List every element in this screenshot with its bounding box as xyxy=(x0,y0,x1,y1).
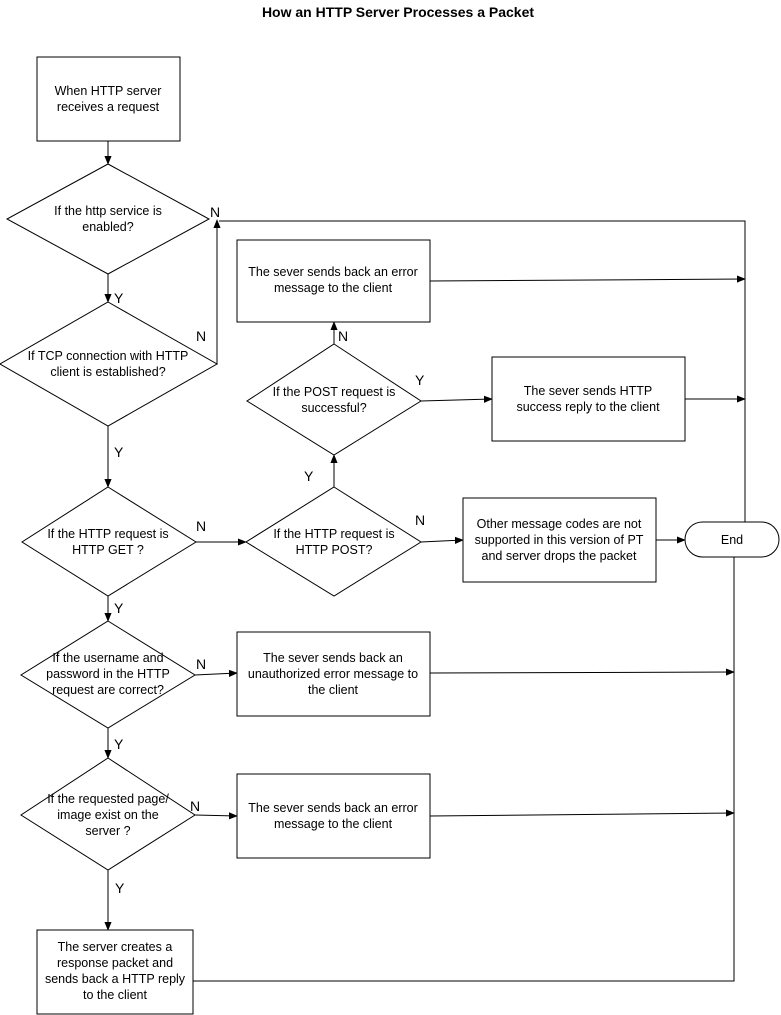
edge-labels: N Y N Y N Y N Y N Y N Y N Y xyxy=(114,204,425,896)
decision-post-successful xyxy=(246,343,422,456)
label-line: supported in this version of PT xyxy=(475,533,644,547)
label-line: If the requested page/ xyxy=(47,792,169,806)
edge-label-auth-yes: Y xyxy=(114,736,124,752)
connector-reply-to-end xyxy=(193,557,735,982)
edge-label-tcp-no: N xyxy=(196,328,206,344)
label-line: HTTP GET ? xyxy=(72,543,144,557)
label-line: When HTTP server xyxy=(55,84,162,98)
label-line: to the client xyxy=(83,988,147,1002)
label-line: unauthorized error message to xyxy=(248,667,418,681)
edge-label-service-no: N xyxy=(210,204,220,220)
process-unauthorized xyxy=(236,631,431,717)
label-line: The sever sends back an error xyxy=(248,801,418,815)
process-post-success xyxy=(491,356,686,442)
connector-tcp-no xyxy=(213,219,221,365)
label-line: response packet and xyxy=(57,956,173,970)
diagram-title: How an HTTP Server Processes a Packet xyxy=(262,4,534,20)
edge-label-page-yes: Y xyxy=(115,880,125,896)
label-line: password in the HTTP xyxy=(46,667,170,681)
service-enabled-label: If the http service is enabled? xyxy=(54,204,162,234)
decision-credentials-correct xyxy=(20,620,196,729)
label-line: receives a request xyxy=(57,100,160,114)
page-exists-label: If the requested page/image exist on the… xyxy=(47,792,169,838)
decision-http-get xyxy=(21,486,197,597)
edge-label-post-ok-yes: Y xyxy=(415,372,425,388)
label-line: If the username and xyxy=(52,651,163,665)
connector-auth-no xyxy=(194,669,238,677)
connector-page-error-to-end xyxy=(429,809,735,817)
label-line: End xyxy=(721,533,743,547)
send-reply-label: The server creates a response packet and s… xyxy=(45,940,186,1002)
label-line: success reply to the client xyxy=(516,400,660,414)
label-line: image exist on the xyxy=(57,808,158,822)
connectors xyxy=(104,141,746,982)
node-labels: When HTTP server receives a request If th… xyxy=(28,84,744,1002)
edge-label-auth-no: N xyxy=(196,656,206,672)
connector-page-no xyxy=(194,812,238,820)
edge-label-get-no: N xyxy=(196,518,206,534)
label-line: server ? xyxy=(85,824,130,838)
start-label: When HTTP server receives a request xyxy=(55,84,162,114)
connector-unauth-to-end xyxy=(429,668,735,676)
process-unsupported-code xyxy=(462,497,657,583)
connector-post-ok-yes xyxy=(420,395,493,403)
label-line: If TCP connection with HTTP xyxy=(28,349,189,363)
label-line: The sever sends HTTP xyxy=(524,384,653,398)
edge-label-post-no: N xyxy=(415,512,425,528)
decision-tcp-established xyxy=(0,301,219,427)
label-line: client is established? xyxy=(50,365,165,379)
edge-label-service-yes: Y xyxy=(114,290,124,306)
label-line: sends back a HTTP reply xyxy=(45,972,186,986)
connector-post-no xyxy=(420,536,464,544)
edge-label-post-ok-no: N xyxy=(338,328,348,344)
label-line: request are correct? xyxy=(52,683,164,697)
label-line: and server drops the packet xyxy=(482,549,637,563)
label-line: successful? xyxy=(301,401,366,415)
post-success-label: The sever sends HTTP success reply to the… xyxy=(516,384,660,414)
edge-label-page-no: N xyxy=(190,798,200,814)
label-line: The sever sends back an xyxy=(263,651,403,665)
decision-page-exists xyxy=(20,757,196,871)
http-post-label: If the HTTP request is HTTP POST? xyxy=(273,527,394,557)
process-send-reply xyxy=(36,929,194,1015)
label-line: HTTP POST? xyxy=(296,543,373,557)
connector-post-error-to-end xyxy=(429,275,746,283)
http-get-label: If the HTTP request is HTTP GET ? xyxy=(47,527,168,557)
label-line: enabled? xyxy=(82,220,133,234)
edge-label-tcp-yes: Y xyxy=(114,444,124,460)
connector-service-no xyxy=(219,220,746,522)
page-error-label: The sever sends back an error message to … xyxy=(248,801,418,831)
label-line: The sever sends back an error xyxy=(248,265,418,279)
tcp-established-label: If TCP connection with HTTP client is est… xyxy=(28,349,189,379)
process-page-error xyxy=(236,773,431,859)
label-line: If the http service is xyxy=(54,204,162,218)
unauthorized-label: The sever sends back an unauthorized erro… xyxy=(248,651,418,697)
start-box xyxy=(36,56,181,142)
label-line: If the HTTP request is xyxy=(273,527,394,541)
unsupported-code-label: Other message codes are not supported in … xyxy=(475,517,644,563)
post-error-label: The sever sends back an error message to … xyxy=(248,265,418,295)
credentials-correct-label: If the username and password in the HTTP r… xyxy=(46,651,170,697)
label-line: If the HTTP request is xyxy=(47,527,168,541)
end-terminator xyxy=(684,521,780,558)
edge-label-post-yes: Y xyxy=(304,468,314,484)
label-line: The server creates a xyxy=(58,940,173,954)
label-line: Other message codes are not xyxy=(477,517,642,531)
label-line: message to the client xyxy=(274,281,393,295)
decision-service-enabled xyxy=(5,163,211,275)
edge-label-get-yes: Y xyxy=(114,600,124,616)
label-line: the client xyxy=(308,683,359,697)
end-label: End xyxy=(721,533,743,547)
label-line: message to the client xyxy=(274,817,393,831)
process-post-error xyxy=(236,239,431,323)
decision-http-post xyxy=(245,486,422,597)
post-successful-label: If the POST request is successful? xyxy=(273,385,396,415)
shapes xyxy=(0,56,780,1015)
label-line: If the POST request is xyxy=(273,385,396,399)
